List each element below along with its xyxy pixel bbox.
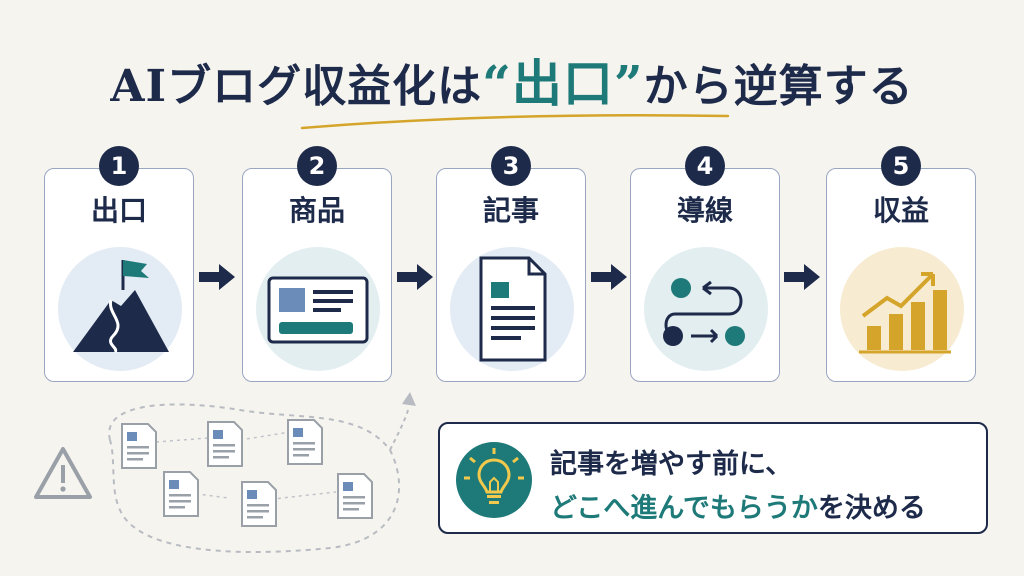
arrow-right-icon: [591, 264, 627, 290]
doc-c: [287, 419, 323, 465]
doc-a: [121, 423, 157, 469]
title-accent: “出口”: [482, 54, 644, 113]
product-card-icon: [256, 247, 380, 371]
arrow-right-icon: [784, 264, 820, 290]
note-line-1: 記事を増やす前に、: [550, 449, 793, 480]
step-number-3: 3: [491, 146, 531, 186]
arrow-right-icon: [199, 264, 235, 290]
note-line-2: どこへ進んでもらうかを決める: [550, 486, 926, 525]
step-card-exit: 出口: [44, 168, 194, 382]
note-rest: を決める: [817, 493, 926, 524]
step-label: 収益: [872, 194, 929, 227]
note-highlight: どこへ進んでもらうか: [550, 493, 818, 524]
step-label: 導線: [676, 194, 733, 227]
arrow-right-icon: [397, 264, 433, 290]
lightbulb-icon: [456, 442, 532, 518]
step-label: 商品: [288, 194, 345, 227]
step-label: 記事: [482, 194, 539, 227]
key-message-box: 記事を増やす前に、 どこへ進んでもらうかを決める: [438, 422, 988, 534]
warning-triangle-icon: [34, 447, 92, 499]
step-number-4: 4: [685, 146, 725, 186]
step-card-revenue: 収益: [826, 168, 976, 382]
step-card-route: 導線: [630, 168, 780, 382]
doc-e: [241, 481, 277, 527]
title-underline-stroke: [300, 113, 730, 130]
step-number-1: 1: [99, 146, 139, 186]
step-label: 出口: [90, 194, 147, 227]
title-prefix: AIブログ収益化は: [110, 61, 483, 112]
scattered-articles-icon: [108, 392, 416, 553]
document-icon: [450, 247, 574, 371]
doc-f: [337, 473, 373, 519]
title-suffix: から逆算する: [643, 61, 914, 112]
mountain-flag-icon: [58, 247, 182, 371]
page-title: AIブログ収益化は“出口”から逆算する: [0, 44, 1024, 116]
doc-d: [163, 471, 199, 517]
step-number-2: 2: [297, 146, 337, 186]
step-card-product: 商品: [242, 168, 392, 382]
route-flow-icon: [644, 247, 768, 371]
doc-b: [207, 421, 243, 467]
step-card-article: 記事: [436, 168, 586, 382]
growth-chart-icon: [840, 247, 964, 371]
step-number-5: 5: [881, 146, 921, 186]
